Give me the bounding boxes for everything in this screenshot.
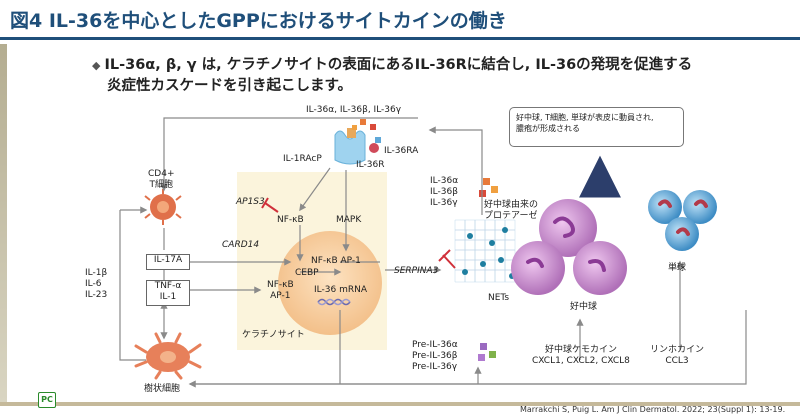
label-mapk: MAPK	[336, 215, 362, 225]
pre-il36-particles	[478, 343, 496, 361]
inhibition-marks	[261, 197, 456, 269]
page-title: 図4 IL-36を中心としたGPPにおけるサイトカインの働き	[10, 10, 507, 32]
recruitment-callout: 好中球, T細胞, 単球が表皮に動員され, 膿疱が形成される	[509, 107, 684, 147]
label-dendritic: 樹状細胞	[144, 384, 181, 394]
bullet-line-2: 炎症性カスケードを引き起こします。	[107, 78, 353, 94]
label-il1b-group: IL-1β IL-6 IL-23	[85, 268, 108, 300]
bottom-decoration-line	[0, 402, 800, 406]
label-il1racp: IL-1RAcP	[283, 154, 322, 164]
label-nfkb: NF-κB	[277, 215, 304, 225]
citation: Marrakchi S, Puig L. Am J Clin Dermatol.…	[520, 405, 786, 414]
dendritic-cell	[134, 332, 202, 380]
label-card14: CARD14	[222, 240, 260, 250]
label-neutrophil: 好中球	[570, 302, 598, 312]
label-monocyte: 単球	[668, 263, 687, 273]
nets-network	[454, 219, 516, 283]
monocyte-cells	[648, 190, 717, 251]
label-il36-mid: IL-36α IL-36β IL-36γ	[430, 176, 459, 208]
il36-receptor-complex	[334, 128, 381, 165]
label-lymphokine: リンホカイン CCL3	[650, 345, 705, 366]
title-bar: 図4 IL-36を中心としたGPPにおけるサイトカインの働き	[0, 0, 800, 42]
label-il36r: IL-36R	[356, 160, 385, 170]
label-serpina3: SERPINA3	[394, 266, 439, 276]
label-il36-mrna: IL-36 mRNA	[314, 285, 367, 295]
label-il36ra: IL-36RA	[384, 146, 419, 156]
nucleus	[278, 231, 382, 335]
side-decoration-bar	[0, 44, 7, 402]
label-ap1s3: AP1S3	[236, 197, 265, 207]
title-underline	[0, 37, 800, 40]
cd4-t-cell	[144, 189, 182, 225]
label-keratinocyte: ケラチノサイト	[242, 330, 305, 340]
il17a-box: IL-17A	[146, 254, 190, 270]
diamond-bullet-icon: ◆	[92, 59, 101, 72]
label-protease: 好中球由来の プロテアーゼ	[484, 200, 539, 221]
neutrophil-cells	[511, 199, 627, 295]
arrows	[119, 117, 747, 388]
tnf-box: TNF-α IL-1	[146, 280, 190, 306]
label-cebp: CEBP	[295, 268, 319, 278]
bullet-text: ◆IL-36α, β, γ は, ケラチノサイトの表面にあるIL-36Rに結合し…	[92, 55, 692, 96]
bullet-line-1: IL-36α, β, γ は, ケラチノサイトの表面にあるIL-36Rに結合し,…	[104, 57, 693, 73]
label-cd4: CD4+ T細胞	[148, 169, 175, 190]
label-chemokine: 好中球ケモカイン CXCL1, CXCL2, CXCL8	[532, 345, 630, 366]
callout-text: 好中球, T細胞, 単球が表皮に動員され, 膿疱が形成される	[516, 113, 654, 133]
cytokine-particles-top	[352, 119, 376, 130]
label-pre-il36: Pre-IL-36α Pre-IL-36β Pre-IL-36γ	[412, 340, 458, 372]
label-il36-top: IL-36α, IL-36β, IL-36γ	[306, 105, 402, 115]
label-nfkb-ap1: NF-κB AP-1	[311, 256, 361, 266]
label-nets: NETs	[488, 293, 510, 303]
logo-icon: PC	[38, 392, 56, 408]
label-nfkb-ap1-2: NF-κB AP-1	[267, 280, 294, 301]
